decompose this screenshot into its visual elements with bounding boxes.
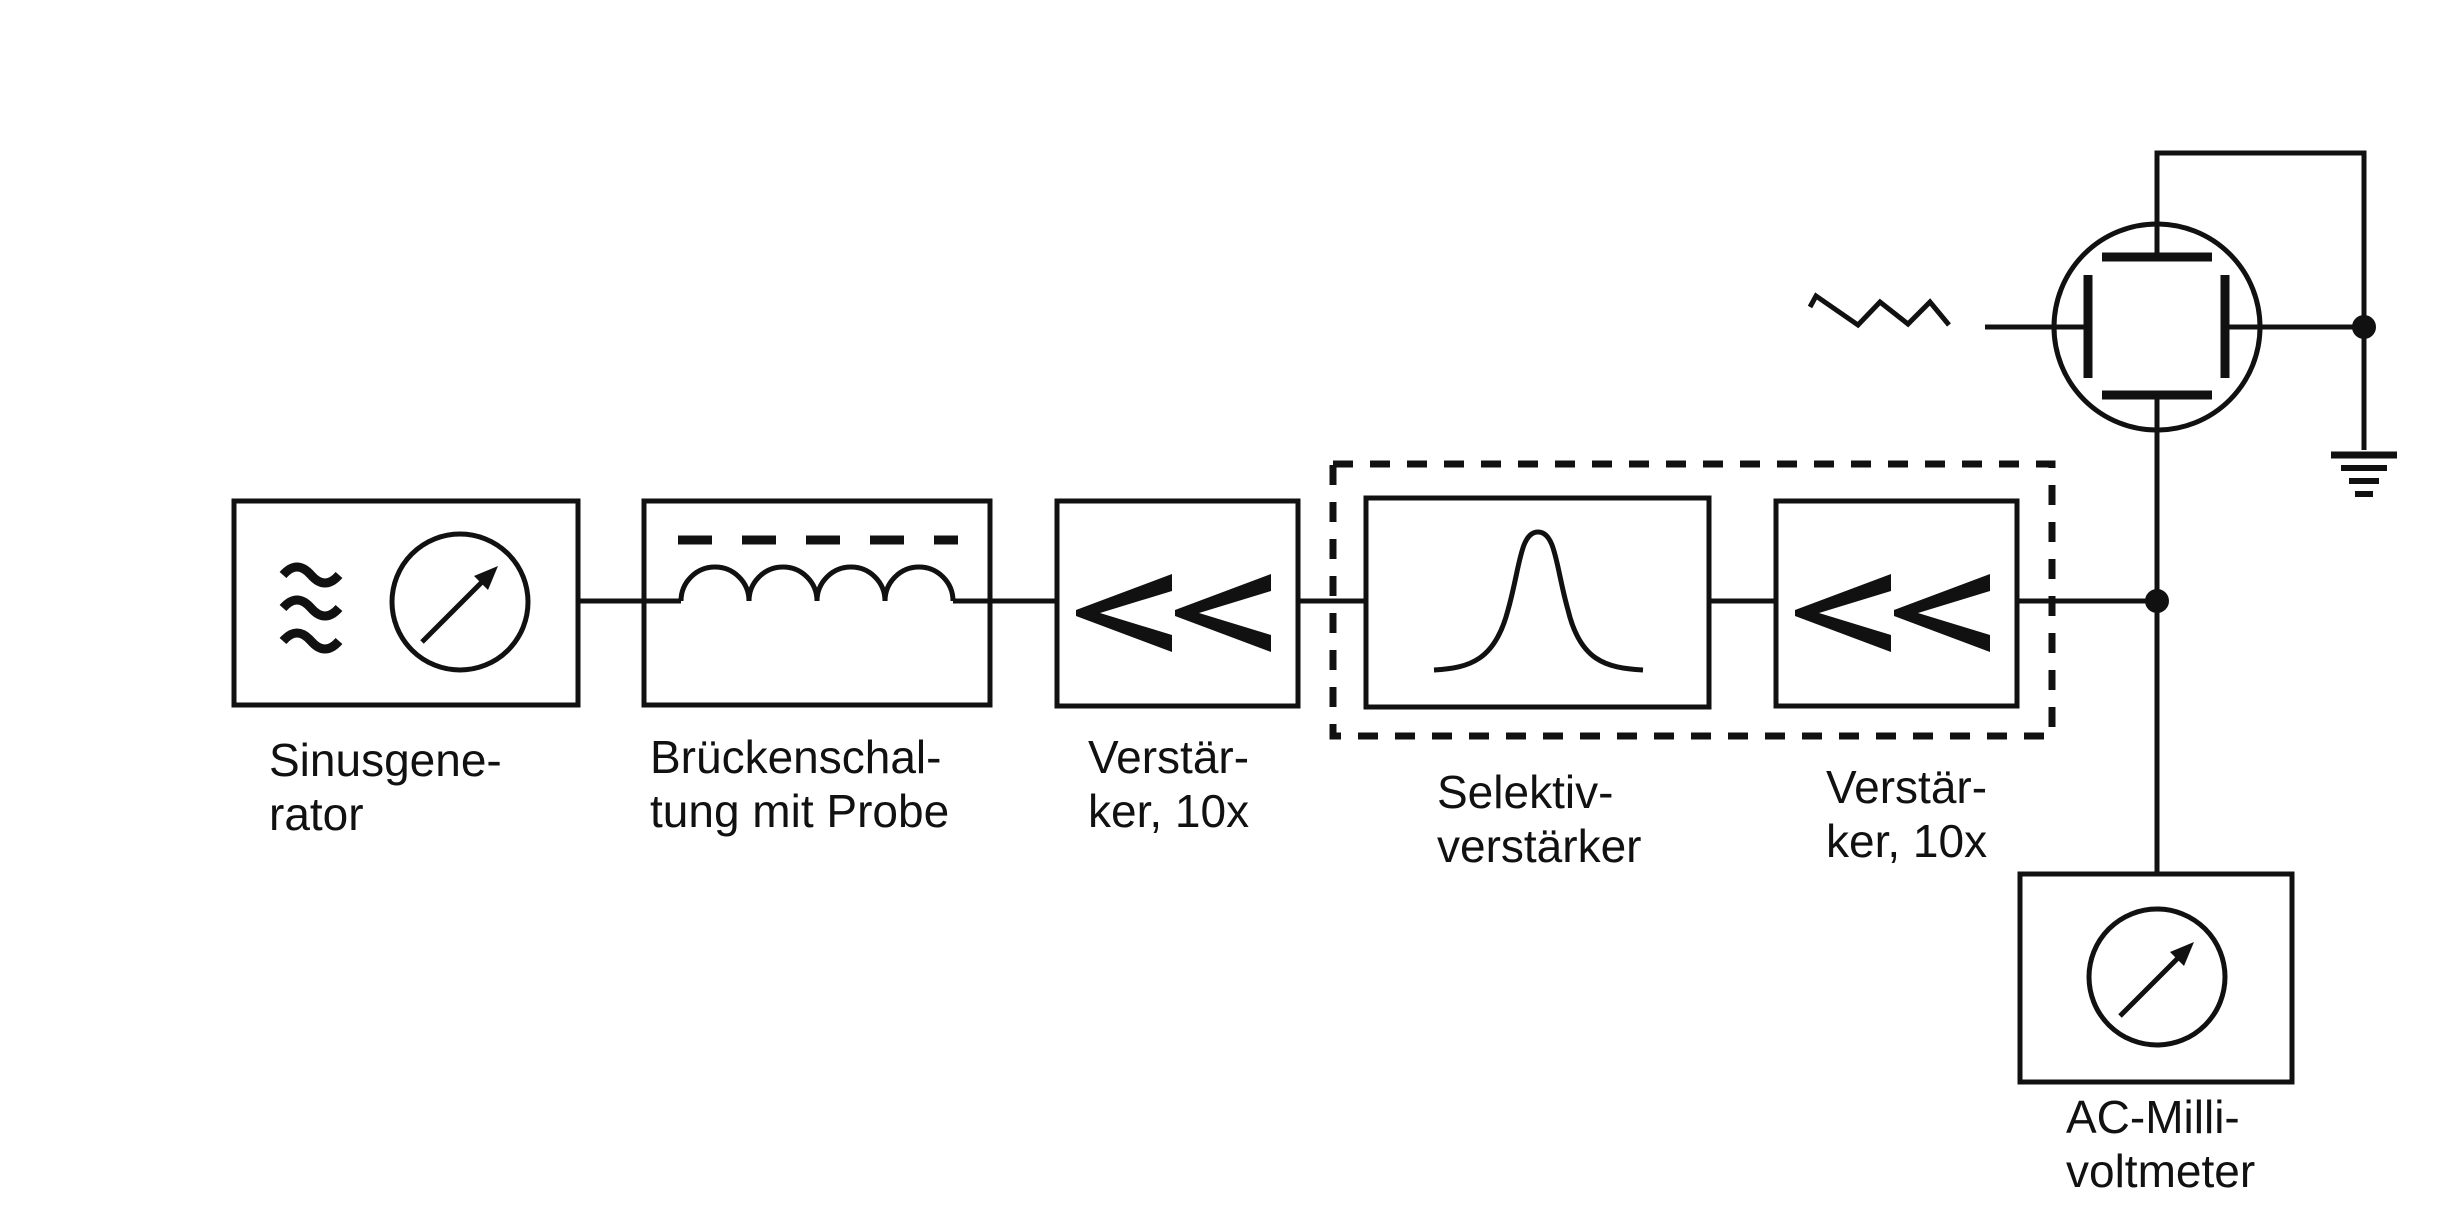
junction-dot [2352,315,2376,339]
bridge-circuit-box [641,498,993,708]
label-line: Selektiv- [1437,766,1614,818]
lightning-icon [1807,292,1951,329]
ac-millivoltmeter-label: AC-Milli- voltmeter [2066,1090,2255,1198]
amplifier-double-chevron-icon [1076,574,1271,652]
sine-generator-label: Sinusgene- rator [269,733,502,841]
label-line: ker, 10x [1088,785,1250,837]
label-line: Brückenschal- [650,731,942,783]
coil-with-core-icon [644,535,990,604]
label-line: Verstär- [1088,731,1250,783]
amplifier-1-label: Verstär- ker, 10x [1088,730,1249,838]
phototube-icon [1985,221,2364,433]
meter-dial-icon [2086,906,2228,1048]
wave-symbol-icon [279,562,343,654]
amplifier-2-box [1773,498,2020,709]
bridge-circuit-label: Brückenschal- tung mit Probe [650,730,949,838]
resonance-peak-icon [1433,529,1644,673]
label-line: voltmeter [2066,1145,2256,1197]
label-line: ker, 10x [1826,815,1988,867]
selective-amplifier-label: Selektiv- verstärker [1437,765,1641,873]
amplifier-double-chevron-icon [1795,574,1990,652]
label-line: Sinusgene- [269,734,502,786]
selective-amplifier-box [1363,495,1712,710]
wire [2154,150,2367,450]
amplifier-1-box [1054,498,1301,709]
label-line: AC-Milli- [2066,1091,2240,1143]
label-line: tung mit Probe [650,785,950,837]
ground-icon [2331,451,2397,497]
meter-dial-icon [389,531,531,673]
ac-millivoltmeter-box [2017,871,2295,1085]
label-line: verstärker [1437,820,1642,872]
label-line: Verstär- [1826,761,1988,813]
amplifier-2-label: Verstär- ker, 10x [1826,760,1987,868]
label-line: rator [269,788,364,840]
